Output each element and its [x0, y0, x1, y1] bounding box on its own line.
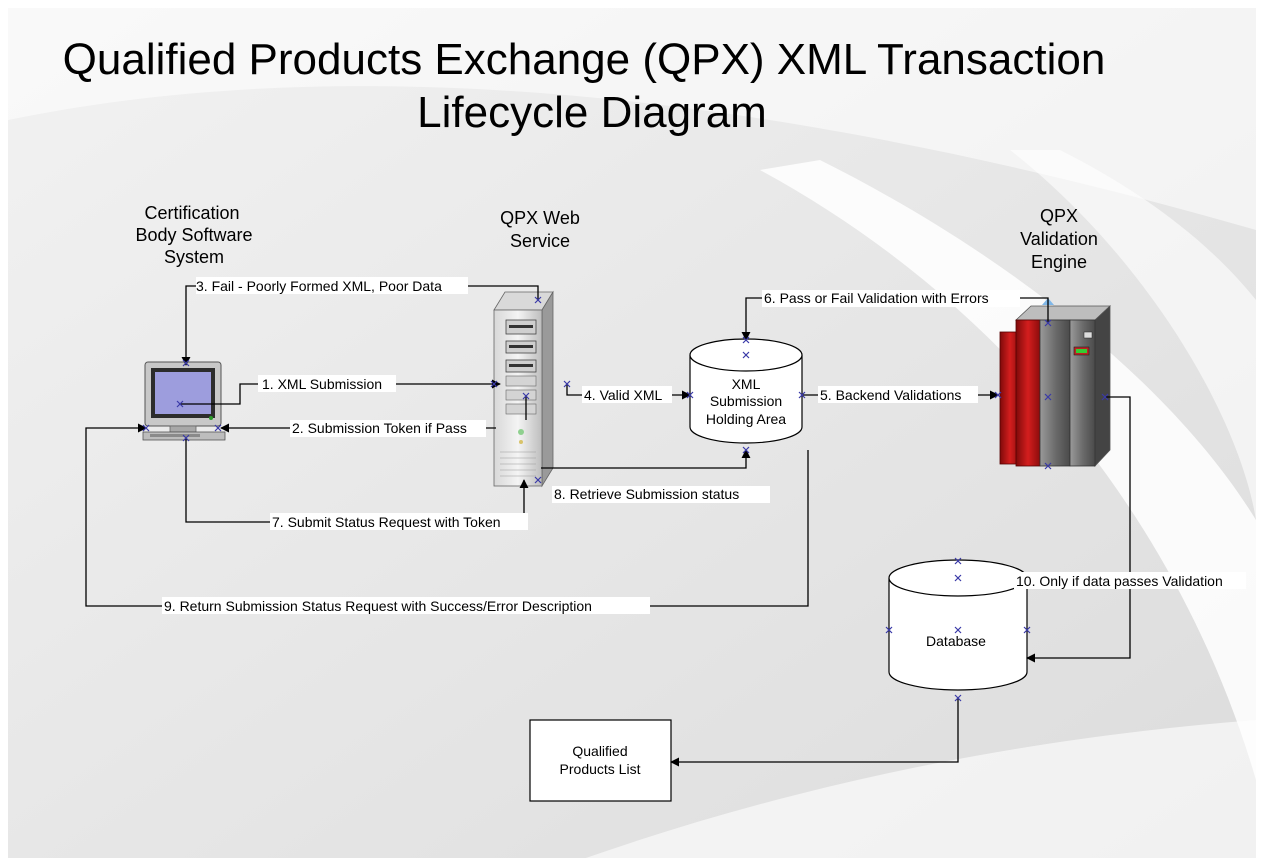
- edge-label-3: 3. Fail - Poorly Formed XML, Poor Data: [196, 278, 442, 294]
- edge-label-2: 2. Submission Token if Pass: [292, 420, 467, 436]
- connection-point-marker: [954, 574, 962, 582]
- connection-point-marker: [490, 380, 498, 388]
- products-list-label-line: Qualified: [572, 743, 627, 759]
- edge-label-4: 4. Valid XML: [584, 387, 663, 403]
- connector-8: [541, 449, 751, 469]
- cb-system-label-line: Body Software: [135, 225, 252, 245]
- connection-point-marker: [885, 626, 893, 634]
- connection-point-marker: [742, 336, 750, 344]
- edge-label-8: 8. Retrieve Submission status: [554, 486, 739, 502]
- edge-label-1: 1. XML Submission: [262, 376, 382, 392]
- web-server-icon[interactable]: [493, 290, 554, 488]
- database-cylinder[interactable]: [888, 559, 1028, 691]
- page-title-line-1: Qualified Products Exchange (QPX) XML Tr…: [63, 35, 1106, 84]
- connection-point-marker: [686, 391, 694, 399]
- connection-point-marker: [182, 359, 190, 367]
- connection-point-marker: [534, 476, 542, 484]
- connection-point-marker: [534, 296, 542, 304]
- edge-labels: 3. Fail - Poorly Formed XML, Poor Data 1…: [162, 277, 1246, 614]
- validation-engine-label: QPX Validation Engine: [1020, 206, 1098, 272]
- holding-area-label-line: Submission: [710, 393, 782, 409]
- edge-label-7: 7. Submit Status Request with Token: [272, 514, 501, 530]
- connector-9: [85, 423, 809, 607]
- connection-point-marker: [1044, 393, 1052, 401]
- validation-engine-label-line: Validation: [1020, 229, 1098, 249]
- cb-system-label: Certification Body Software System: [135, 203, 252, 267]
- cb-system-label-line: Certification: [144, 203, 239, 223]
- connection-point-marker: [1044, 462, 1052, 470]
- connection-point-marker: [182, 434, 190, 442]
- connection-point-marker: [1101, 393, 1109, 401]
- connection-point-marker: [214, 424, 222, 432]
- products-list-label-line: Products List: [560, 761, 641, 777]
- connection-point-marker: [994, 391, 1002, 399]
- mainframe-icon[interactable]: [999, 305, 1112, 468]
- validation-engine-label-line: QPX: [1040, 206, 1078, 226]
- connection-point-marker: [176, 400, 184, 408]
- web-service-label-line: QPX Web: [500, 208, 580, 228]
- connection-point-marker: [742, 446, 750, 454]
- connection-point-marker: [954, 626, 962, 634]
- connection-point-marker: [1044, 319, 1052, 327]
- connection-point-marker: [954, 557, 962, 565]
- holding-area-label-line: Holding Area: [706, 411, 786, 427]
- connection-point-marker: [1023, 626, 1031, 634]
- cb-system-label-line: System: [164, 247, 224, 267]
- web-service-label-line: Service: [510, 231, 570, 251]
- holding-area-label-line: XML: [732, 376, 761, 392]
- database-label: Database: [926, 633, 986, 649]
- connection-point-marker: [522, 392, 530, 400]
- connector-10: [1026, 396, 1131, 663]
- edge-label-9: 9. Return Submission Status Request with…: [164, 598, 592, 614]
- connection-point-marker: [142, 424, 150, 432]
- page-title-line-2: Lifecycle Diagram: [417, 88, 767, 137]
- edge-label-5: 5. Backend Validations: [820, 387, 961, 403]
- edge-label-10: 10. Only if data passes Validation: [1016, 573, 1223, 589]
- web-service-label: QPX Web Service: [500, 208, 580, 251]
- edge-label-6: 6. Pass or Fail Validation with Errors: [764, 290, 989, 306]
- connection-markers: [142, 296, 1109, 702]
- holding-area-label: XML Submission Holding Area: [706, 376, 786, 427]
- validation-engine-label-line: Engine: [1031, 252, 1087, 272]
- connection-point-marker: [954, 694, 962, 702]
- connection-point-marker: [798, 391, 806, 399]
- connector-db-to-list: [670, 698, 959, 767]
- connection-point-marker: [742, 351, 750, 359]
- connection-point-marker: [563, 380, 571, 388]
